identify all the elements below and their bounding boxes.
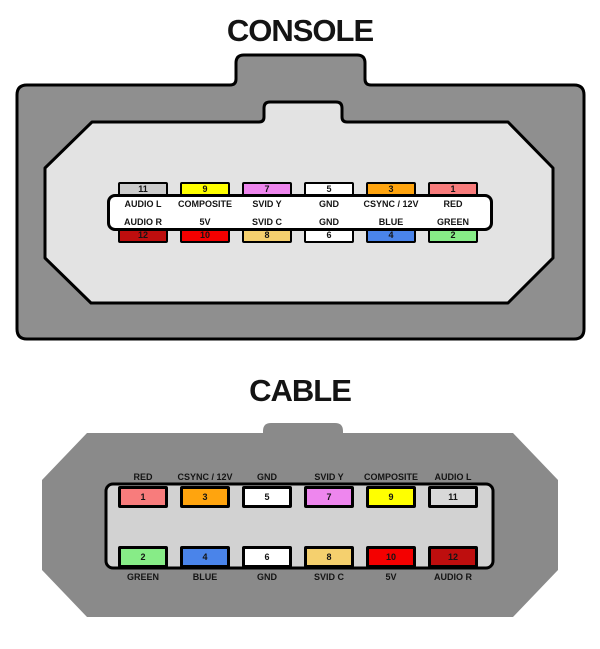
cable-pin-9: 9 (366, 486, 416, 508)
cable-pin-3: 3 (180, 486, 230, 508)
cable-label-svid-c: SVID C (313, 572, 344, 582)
console-label-svid-y: SVID Y (252, 199, 282, 209)
console-label-red: RED (443, 199, 463, 209)
cable-label-audio-l: AUDIO L (434, 472, 472, 482)
cable-pin-11: 11 (428, 486, 478, 508)
cable-label-5v: 5V (385, 572, 397, 582)
cable-label-csync-12v: CSYNC / 12V (177, 472, 233, 482)
cable-label-red: RED (133, 472, 153, 482)
console-label-5v: 5V (199, 217, 211, 227)
console-label-gnd-top: GND (319, 199, 339, 209)
cable-pin-6: 6 (242, 546, 292, 568)
console-label-audio-r: AUDIO R (124, 217, 162, 227)
console-label-blue: BLUE (378, 217, 404, 227)
cable-pin-1: 1 (118, 486, 168, 508)
console-label-csync-12v: CSYNC / 12V (363, 199, 419, 209)
console-label-composite: COMPOSITE (177, 199, 232, 209)
cable-pin-7: 7 (304, 486, 354, 508)
cable-label-blue: BLUE (192, 572, 218, 582)
console-label-audio-l: AUDIO L (124, 199, 162, 209)
cable-label-svid-y: SVID Y (314, 472, 344, 482)
cable-pin-8: 8 (304, 546, 354, 568)
cable-label-gnd-top: GND (257, 472, 277, 482)
cable-pin-10: 10 (366, 546, 416, 568)
cable-label-gnd-bottom: GND (257, 572, 277, 582)
cable-title: CABLE (249, 373, 352, 408)
cable-pin-5: 5 (242, 486, 292, 508)
console-label-green: GREEN (436, 217, 469, 227)
cable-label-green: GREEN (126, 572, 159, 582)
console-label-gnd-bottom: GND (319, 217, 339, 227)
cable-label-composite: COMPOSITE (363, 472, 418, 482)
console-label-svid-c: SVID C (251, 217, 282, 227)
cable-pin-12: 12 (428, 546, 478, 568)
console-title: CONSOLE (226, 13, 374, 48)
cable-pin-4: 4 (180, 546, 230, 568)
console-label-band (107, 194, 493, 231)
cable-label-audio-r: AUDIO R (434, 572, 472, 582)
cable-pin-2: 2 (118, 546, 168, 568)
